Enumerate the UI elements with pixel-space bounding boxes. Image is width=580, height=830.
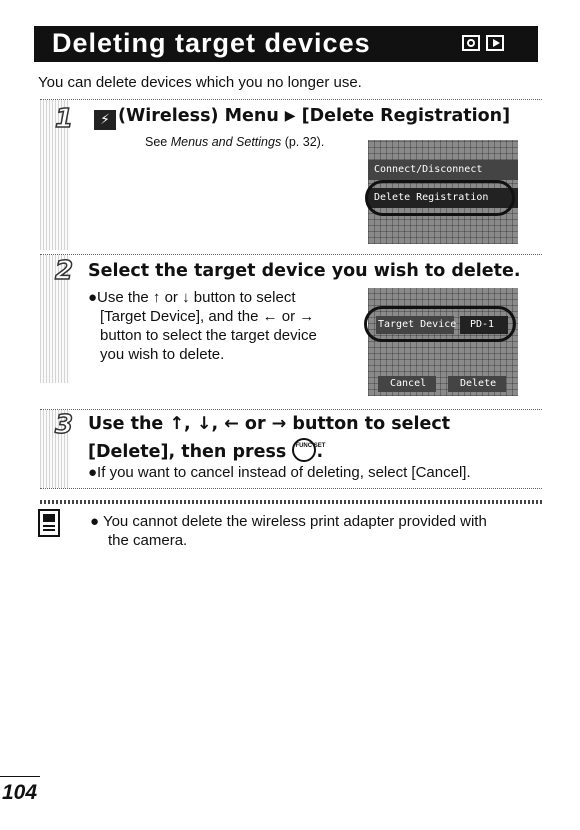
note-line-1: ● You cannot delete the wireless print a… xyxy=(90,513,487,530)
camera-mode-icon xyxy=(462,35,480,51)
playback-mode-icon xyxy=(486,35,504,51)
lcd-delete-item: Delete Registration xyxy=(374,192,489,203)
reference-prefix: See xyxy=(145,135,171,149)
step-3-heading-line-2: [Delete], then press FUNC SET. xyxy=(88,438,326,462)
step-2-highlight-oval xyxy=(364,306,516,342)
lcd-cancel-button: Cancel xyxy=(390,378,427,389)
step-1-target-label: [Delete Registration] xyxy=(301,106,511,126)
step-2-heading: Select the target device you wish to del… xyxy=(88,261,521,281)
page-number: 104 xyxy=(2,781,38,804)
lcd-connect-item: Connect/Disconnect xyxy=(374,164,483,175)
step-2-strip xyxy=(40,255,70,383)
step-3-number: 3 xyxy=(54,409,74,441)
note-icon xyxy=(38,509,60,537)
func-set-label: FUNC SET xyxy=(295,443,326,449)
step-2-number: 2 xyxy=(54,255,74,287)
reference-link: Menus and Settings xyxy=(170,135,282,149)
title-bar: Deleting target devices xyxy=(34,26,538,62)
page-number-rule xyxy=(0,776,40,777)
step-1-number: 1 xyxy=(54,103,74,135)
step-1-reference: See Menus and Settings (p. 32). xyxy=(145,135,324,149)
step-1-top-rule xyxy=(40,99,542,100)
step-1-highlight-oval xyxy=(365,180,515,216)
step-3-bottom-rule xyxy=(40,488,542,489)
step-2-body-line-1: ●Use the ↑ or ↓ button to select xyxy=(88,289,296,306)
step-2-top-rule xyxy=(40,254,542,255)
step-3-heading-prefix: [Delete], then press xyxy=(88,442,293,462)
step-1-strip xyxy=(40,100,70,250)
func-set-icon: FUNC SET xyxy=(292,438,326,462)
wireless-icon: ⚡ xyxy=(94,110,116,130)
step-1-heading: ⚡(Wireless) Menu ▶ [Delete Registration] xyxy=(94,106,510,130)
step-2-body-line-4: you wish to delete. xyxy=(100,346,225,363)
intro-text: You can delete devices which you no long… xyxy=(38,74,362,91)
lcd-delete-button: Delete xyxy=(460,378,497,389)
step-2-body-line-3: button to select the target device xyxy=(100,327,317,344)
reference-suffix: (p. 32). xyxy=(281,135,325,149)
step-3-top-rule xyxy=(40,409,542,410)
step-3-strip xyxy=(40,410,70,488)
step-1-menu-label: (Wireless) Menu xyxy=(118,106,279,126)
note-rule xyxy=(40,500,542,504)
note-line-2: the camera. xyxy=(108,532,188,549)
step-3-heading-suffix: . xyxy=(316,442,324,462)
lcd-target-device-value: PD-1 xyxy=(470,319,495,330)
step-2-body: ●Use the ↑ or ↓ button to select [Target… xyxy=(88,288,358,364)
arrow-right-icon: ▶ xyxy=(284,108,296,124)
lcd-target-device-label: Target Device xyxy=(378,319,457,330)
step-2-lcd-screen: Target Device PD-1 Cancel Delete xyxy=(368,288,518,396)
step-3-body: ●If you want to cancel instead of deleti… xyxy=(88,464,471,481)
page-title: Deleting target devices xyxy=(52,28,371,58)
step-3-heading-line-1: Use the ↑, ↓, ← or → button to select xyxy=(88,414,451,434)
step-2-body-line-2: [Target Device], and the ← or → xyxy=(100,308,315,325)
